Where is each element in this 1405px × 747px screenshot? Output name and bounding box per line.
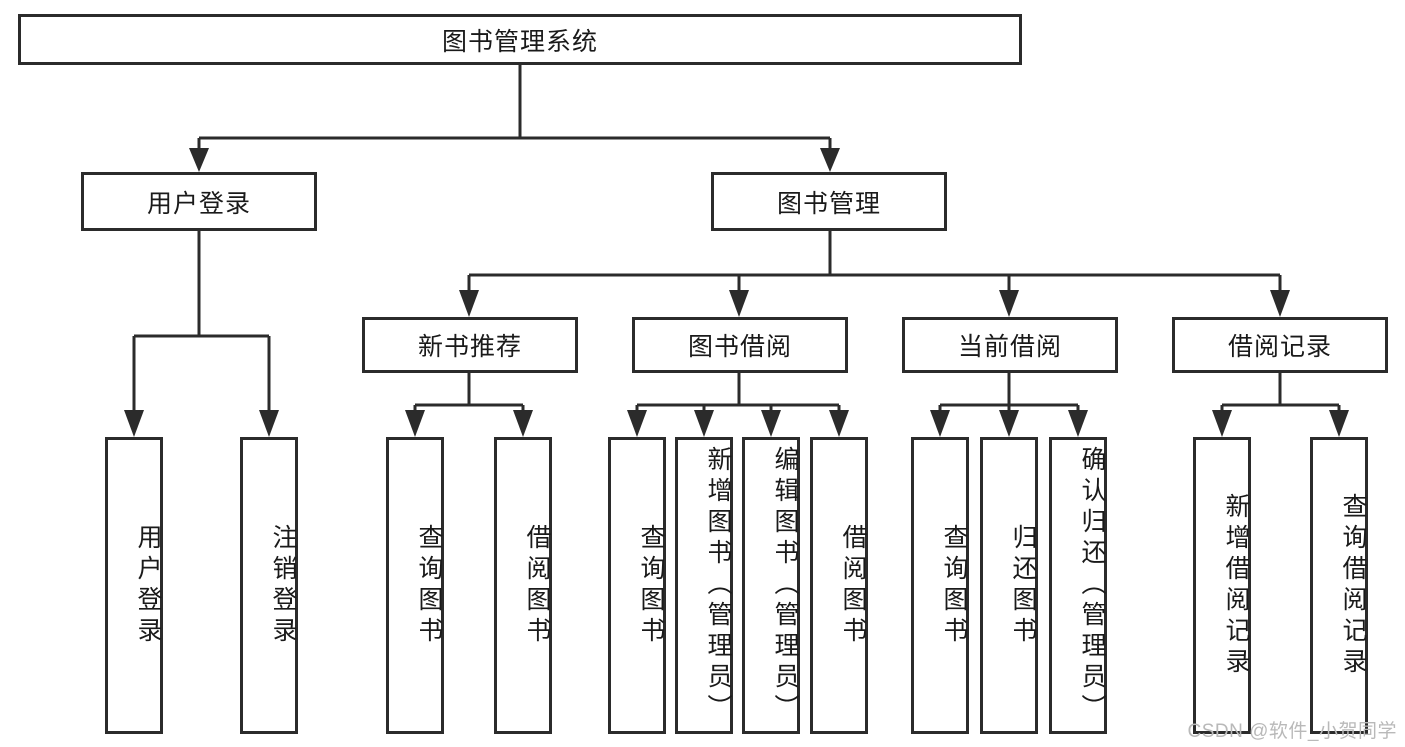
- leaf-add-book-admin[interactable]: 新增图书（管理员）: [675, 437, 733, 734]
- leaf-label: 新增借阅记录: [1222, 492, 1250, 679]
- leaf-label: 查询图书: [415, 523, 443, 648]
- leaf-borrow-book[interactable]: 借阅图书: [810, 437, 868, 734]
- node-root-system[interactable]: 图书管理系统: [18, 14, 1022, 65]
- leaf-label: 借阅图书: [839, 523, 867, 648]
- leaf-add-borrow-record[interactable]: 新增借阅记录: [1193, 437, 1251, 734]
- leaf-label: 归还图书: [1009, 523, 1037, 648]
- leaf-logout[interactable]: 注销登录: [240, 437, 298, 734]
- node-current-borrow[interactable]: 当前借阅: [902, 317, 1118, 373]
- node-new-book-recommend[interactable]: 新书推荐: [362, 317, 578, 373]
- node-book-borrow[interactable]: 图书借阅: [632, 317, 848, 373]
- leaf-label: 查询图书: [637, 523, 665, 648]
- leaf-borrow-book-recommend[interactable]: 借阅图书: [494, 437, 552, 734]
- leaf-query-book-borrow[interactable]: 查询图书: [608, 437, 666, 734]
- leaf-confirm-return-admin[interactable]: 确认归还（管理员）: [1049, 437, 1107, 734]
- leaf-label: 注销登录: [269, 523, 297, 648]
- node-borrow-record[interactable]: 借阅记录: [1172, 317, 1388, 373]
- leaf-return-book[interactable]: 归还图书: [980, 437, 1038, 734]
- leaf-label: 新增图书（管理员）: [704, 446, 732, 725]
- leaf-user-login[interactable]: 用户登录: [105, 437, 163, 734]
- leaf-label: 用户登录: [134, 523, 162, 648]
- leaf-label: 查询图书: [940, 523, 968, 648]
- leaf-query-borrow-record[interactable]: 查询借阅记录: [1310, 437, 1368, 734]
- node-user-login[interactable]: 用户登录: [81, 172, 317, 231]
- leaf-label: 查询借阅记录: [1339, 492, 1367, 679]
- leaf-label: 编辑图书（管理员）: [771, 446, 799, 725]
- leaf-query-book-recommend[interactable]: 查询图书: [386, 437, 444, 734]
- leaf-label: 确认归还（管理员）: [1078, 446, 1106, 725]
- leaf-label: 借阅图书: [523, 523, 551, 648]
- leaf-edit-book-admin[interactable]: 编辑图书（管理员）: [742, 437, 800, 734]
- node-book-management[interactable]: 图书管理: [711, 172, 947, 231]
- leaf-query-book-current[interactable]: 查询图书: [911, 437, 969, 734]
